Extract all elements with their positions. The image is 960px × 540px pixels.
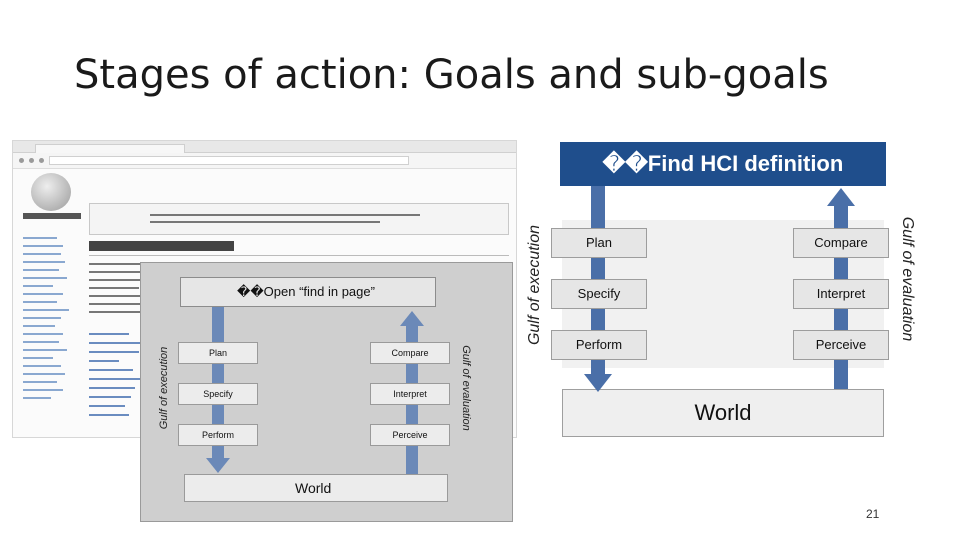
page-number: 21 — [866, 507, 880, 521]
article-title — [89, 241, 234, 251]
subgoal-goal-box: ��Open “find in page” — [180, 277, 436, 307]
subgoal-world-box: World — [184, 474, 448, 502]
browser-tab — [35, 144, 185, 153]
goal-box: ��Find HCI definition — [560, 142, 886, 186]
reload-icon — [39, 158, 44, 163]
execution-arrowhead-icon — [584, 374, 612, 392]
subgoal-execution-arrowhead-icon — [206, 458, 230, 473]
article-toc — [89, 333, 149, 423]
slide-title: Stages of action: Goals and sub-goals — [74, 52, 829, 98]
subgoal-plan-box-front: Plan — [178, 342, 258, 364]
url-field — [49, 156, 409, 165]
article-body — [89, 263, 149, 319]
world-box: World — [562, 389, 884, 437]
perceive-box-front: Perceive — [793, 330, 889, 360]
perform-box-front: Perform — [551, 330, 647, 360]
subgoal-perform-box-front: Perform — [178, 424, 258, 446]
evaluation-arrowhead-icon — [827, 188, 855, 206]
interpret-box-front: Interpret — [793, 279, 889, 309]
subgoal-interpret-box-front: Interpret — [370, 383, 450, 405]
subgoal-specify-box-front: Specify — [178, 383, 258, 405]
plan-box-front: Plan — [551, 228, 647, 258]
subgoal-perceive-box-front: Perceive — [370, 424, 450, 446]
compare-box-front: Compare — [793, 228, 889, 258]
wiki-banner — [89, 203, 509, 235]
article-divider — [89, 255, 509, 256]
specify-box-front: Specify — [551, 279, 647, 309]
browser-tab-bar — [13, 141, 516, 153]
wiki-sidebar-nav — [23, 237, 73, 405]
back-icon — [19, 158, 24, 163]
forward-icon — [29, 158, 34, 163]
browser-address-bar — [13, 153, 516, 169]
subgoal-evaluation-arrowhead-icon — [400, 311, 424, 326]
wikipedia-logo-icon — [31, 173, 71, 211]
wikipedia-wordmark — [23, 213, 81, 219]
subgoal-compare-box-front: Compare — [370, 342, 450, 364]
